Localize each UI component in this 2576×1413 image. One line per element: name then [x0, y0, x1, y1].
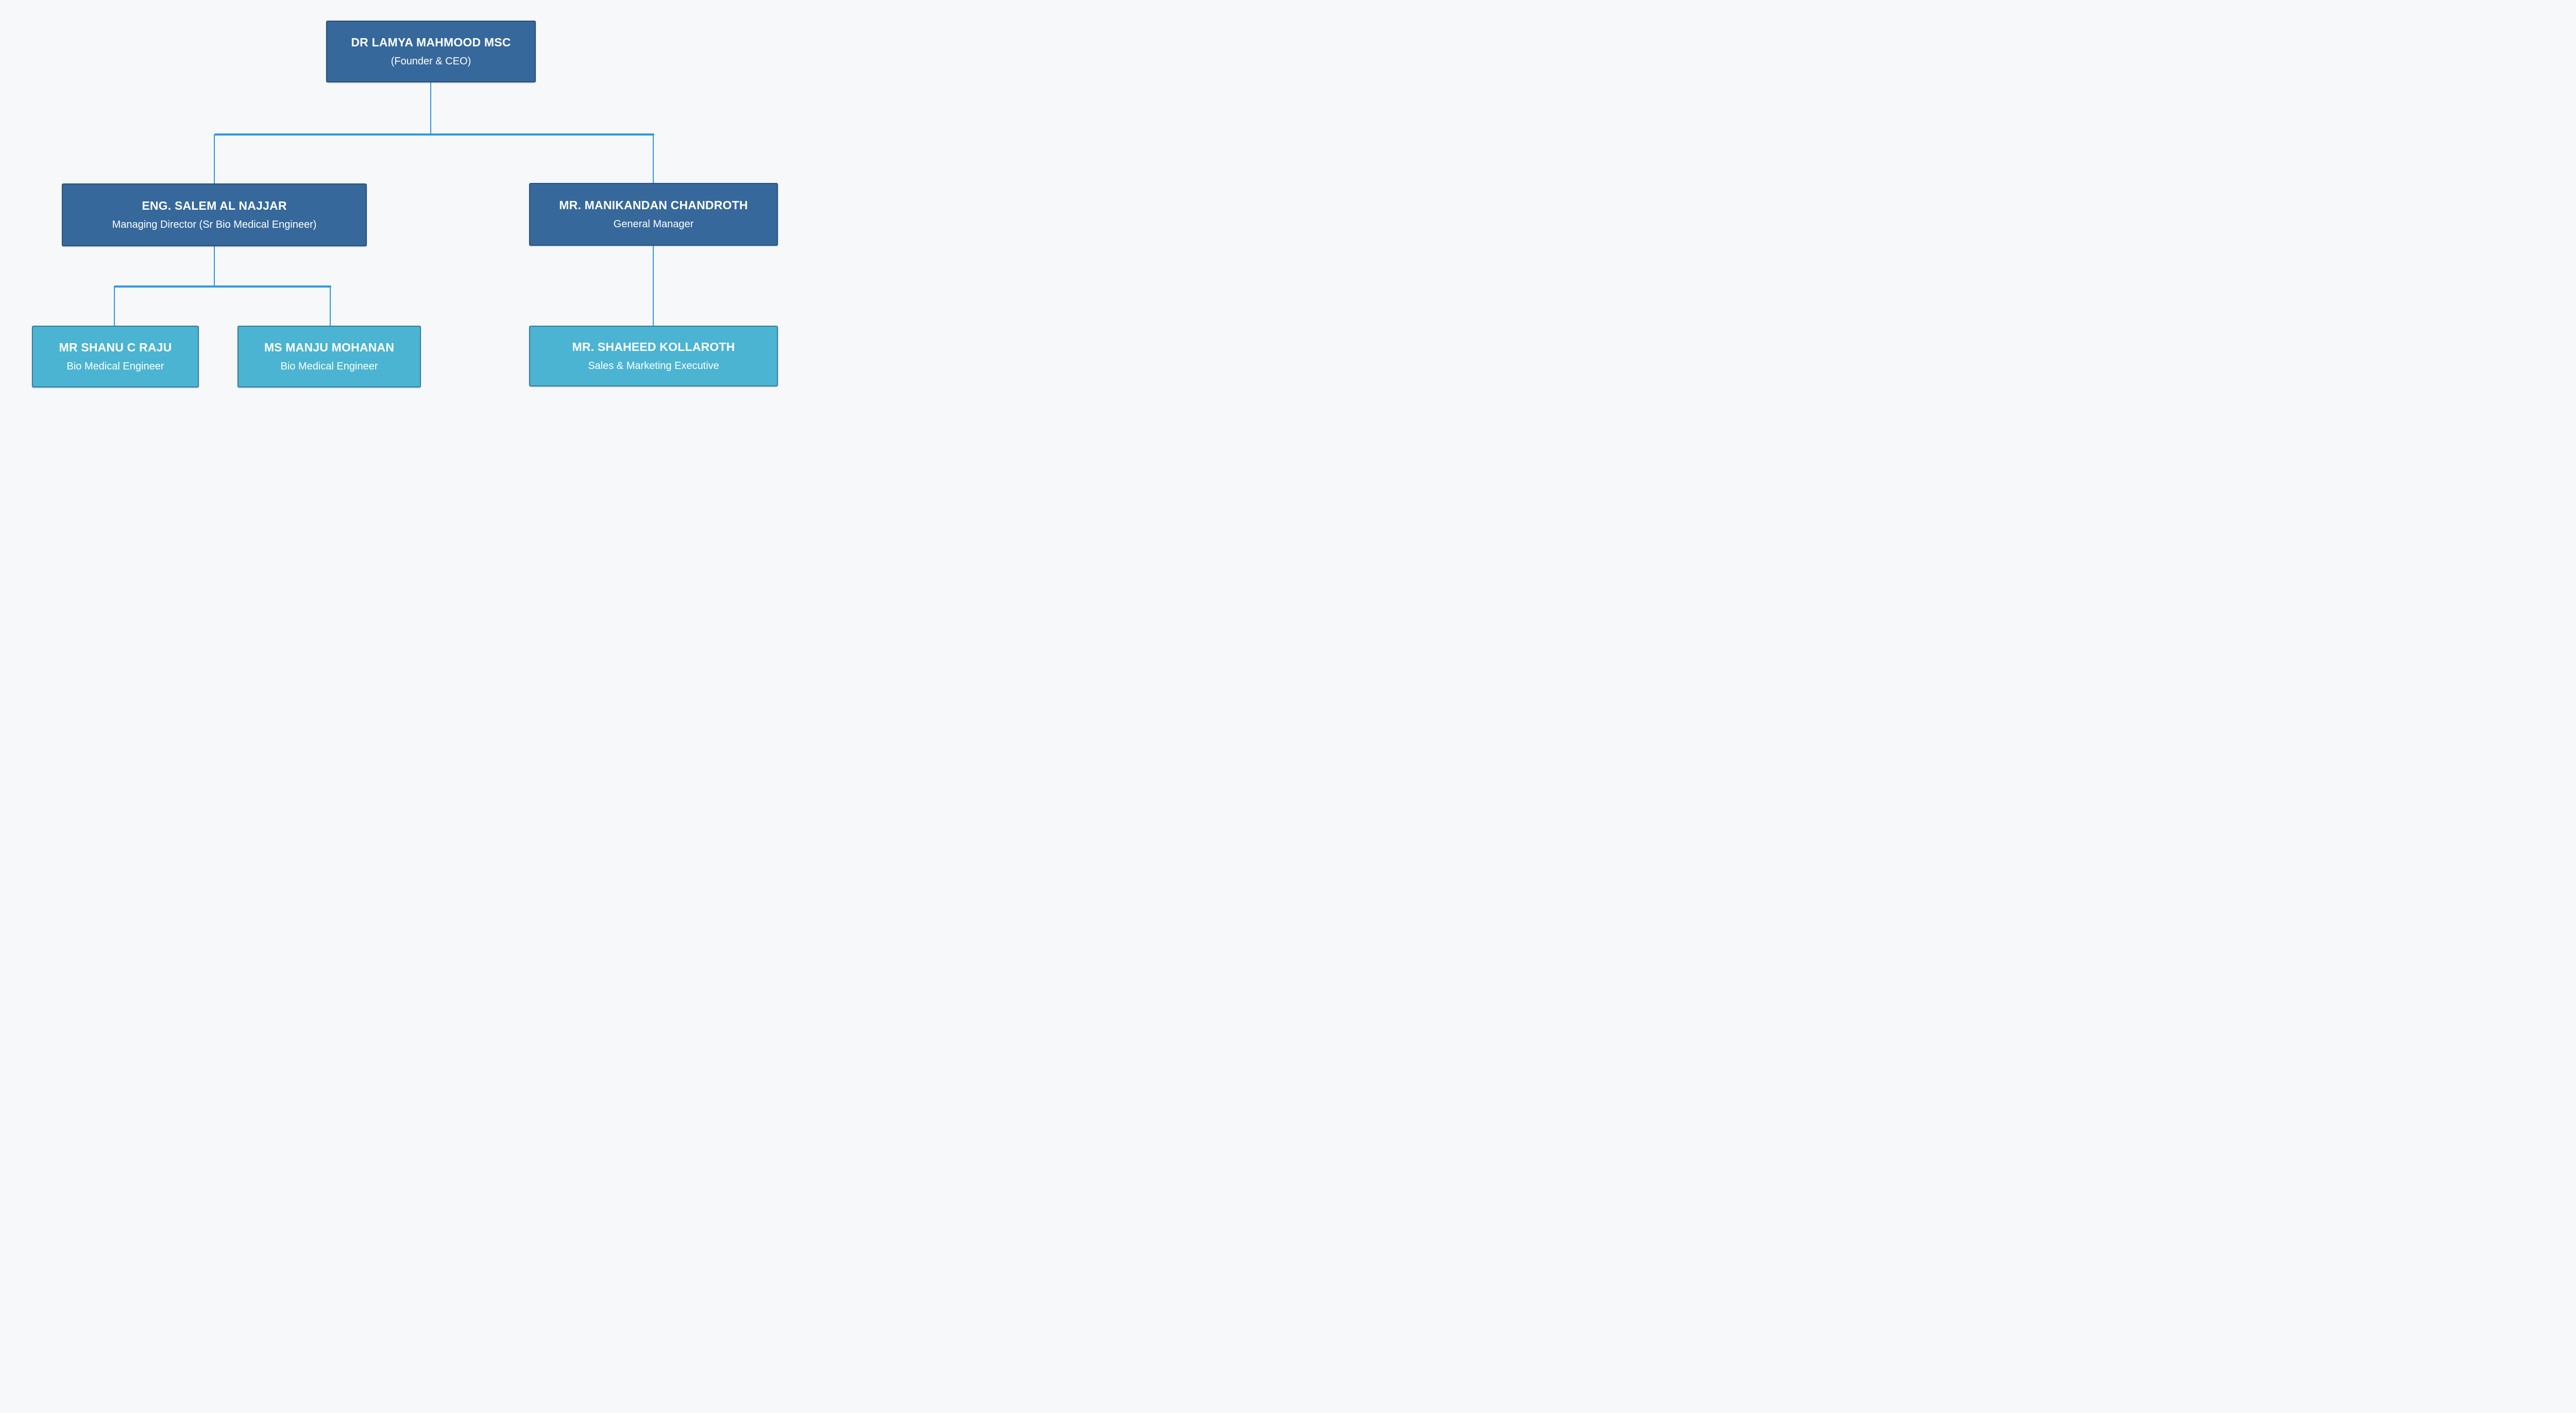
connector-drop-to-gm: [653, 134, 654, 183]
org-node-founder-ceo: DR LAMYA MAHMOOD MSC (Founder & CEO): [326, 21, 536, 82]
node-role: General Manager: [613, 218, 694, 230]
node-name: MR. SHAHEED KOLLAROTH: [572, 340, 735, 354]
connector-ceo-children-rail: [214, 133, 654, 136]
node-role: Bio Medical Engineer: [66, 361, 164, 372]
org-chart-canvas: DR LAMYA MAHMOOD MSC (Founder & CEO) ENG…: [0, 0, 806, 401]
org-node-managing-director: ENG. SALEM AL NAJJAR Managing Director (…: [62, 183, 367, 246]
node-name: MR. MANIKANDAN CHANDROTH: [559, 198, 748, 212]
node-name: ENG. SALEM AL NAJJAR: [142, 199, 287, 212]
node-role: Bio Medical Engineer: [280, 361, 378, 372]
org-node-bio-medical-engineer-1: MR SHANU C RAJU Bio Medical Engineer: [32, 326, 199, 388]
node-name: MS MANJU MOHANAN: [264, 341, 395, 354]
node-role: Managing Director (Sr Bio Medical Engine…: [112, 219, 317, 230]
org-node-general-manager: MR. MANIKANDAN CHANDROTH General Manager: [529, 183, 778, 246]
connector-drop-to-bme2: [330, 287, 331, 326]
connector-ceo-stem: [430, 82, 431, 134]
connector-gm-to-sme: [653, 246, 654, 326]
node-name: MR SHANU C RAJU: [59, 341, 172, 354]
node-role: Sales & Marketing Executive: [588, 360, 719, 372]
node-name: DR LAMYA MAHMOOD MSC: [351, 36, 511, 49]
org-node-sales-marketing-executive: MR. SHAHEED KOLLAROTH Sales & Marketing …: [529, 326, 778, 386]
connector-drop-to-md: [214, 134, 215, 183]
node-role: (Founder & CEO): [391, 56, 471, 67]
connector-md-stem: [214, 246, 215, 287]
connector-drop-to-bme1: [114, 287, 115, 326]
org-node-bio-medical-engineer-2: MS MANJU MOHANAN Bio Medical Engineer: [238, 326, 421, 388]
connector-md-children-rail: [114, 285, 331, 288]
